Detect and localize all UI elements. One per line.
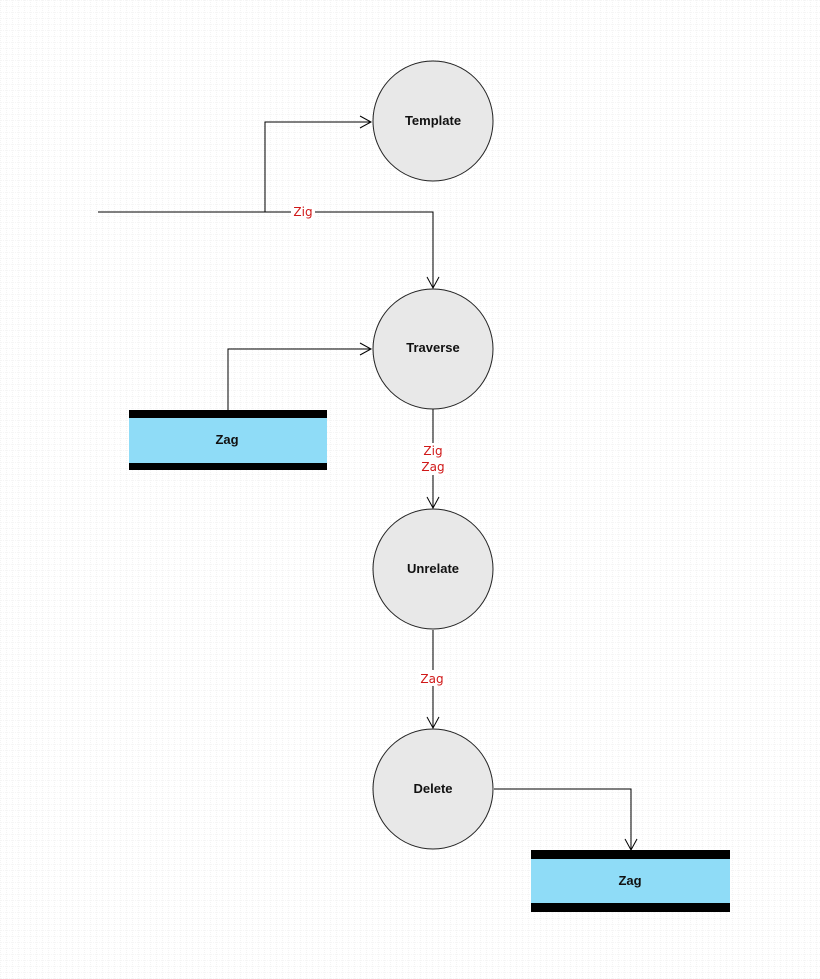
edge-label-bg: [419, 670, 447, 686]
store-label: Zag: [618, 873, 641, 888]
process-template[interactable]: Template: [372, 60, 494, 182]
edge-label-zig-traverse: Zig: [423, 444, 442, 458]
edge-label-zig-input: Zig: [293, 205, 312, 219]
process-label: Template: [405, 113, 461, 128]
edge-label-bg: [420, 443, 446, 475]
edges: [98, 115, 638, 852]
store-label: Zag: [215, 432, 238, 447]
edge-input-to-traverse[interactable]: [265, 211, 440, 290]
process-label: Traverse: [406, 340, 460, 355]
process-unrelate[interactable]: Unrelate: [372, 508, 494, 630]
edge-label-zag-unrelate: Zag: [420, 672, 443, 686]
store-zag-bottom[interactable]: Zag: [531, 850, 730, 912]
process-label: Unrelate: [407, 561, 459, 576]
process-traverse[interactable]: Traverse: [372, 288, 494, 410]
edge-label-zag-traverse: Zag: [421, 460, 444, 474]
edge-input-to-template[interactable]: [98, 115, 373, 213]
edge-store-to-traverse[interactable]: [227, 342, 373, 410]
process-delete[interactable]: Delete: [372, 728, 494, 850]
process-label: Delete: [413, 781, 452, 796]
edge-label-bg: [291, 204, 315, 220]
store-zag-left[interactable]: Zag: [129, 410, 327, 470]
edge-delete-to-store[interactable]: [494, 788, 638, 852]
